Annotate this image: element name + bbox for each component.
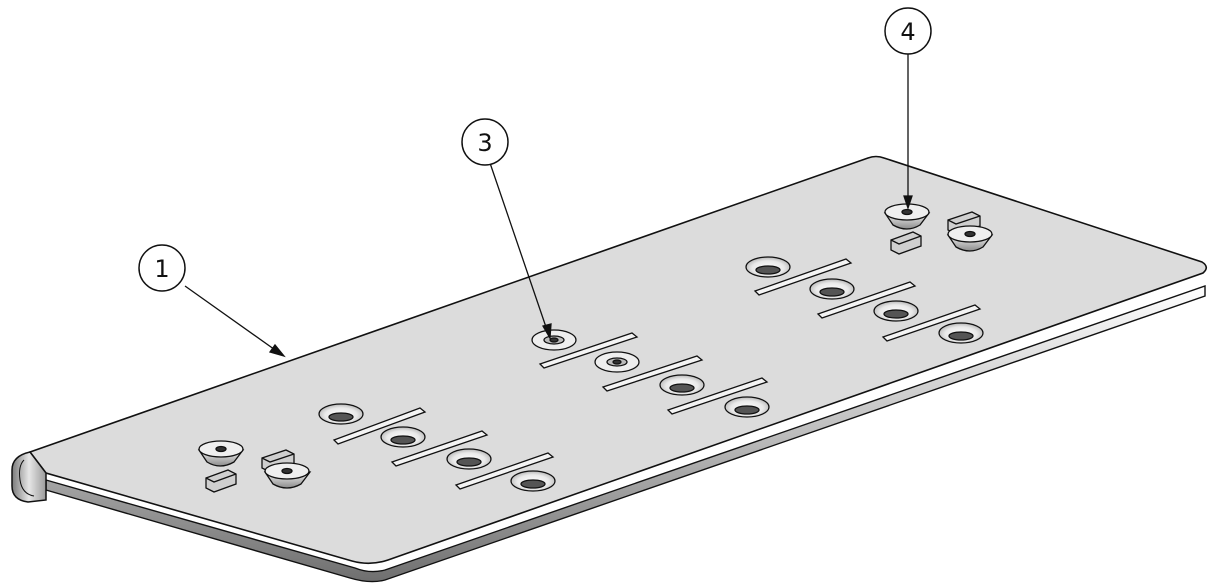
leader-arrow-3 <box>542 323 552 341</box>
leader-line-3 <box>489 162 548 331</box>
balloon-3-label: 3 <box>477 129 492 157</box>
balloon-1: 1 <box>138 244 186 292</box>
hole-slot-group-middle <box>531 329 770 418</box>
leader-lines <box>184 53 913 358</box>
fastener-set-left <box>197 440 312 493</box>
slot <box>881 304 982 342</box>
plate-flange-inner <box>19 459 35 497</box>
balloon-3: 3 <box>461 118 509 166</box>
slot <box>666 377 769 415</box>
fastener-set-right <box>883 203 994 255</box>
balloon-4-label: 4 <box>900 18 915 46</box>
slot <box>816 281 917 319</box>
hole-slot-group-left <box>318 403 556 492</box>
leader-arrow-4 <box>903 195 913 211</box>
slot <box>390 430 489 467</box>
square-nut <box>890 231 922 255</box>
slot <box>601 355 704 392</box>
slot <box>332 407 427 445</box>
hole-slot-group-right <box>745 256 984 344</box>
leader-arrow-1 <box>268 343 286 358</box>
plate-bent-flange <box>11 451 47 503</box>
square-nut <box>205 469 237 493</box>
plate-front-edge <box>45 285 1206 583</box>
leader-line-1 <box>184 285 279 353</box>
balloon-1-label: 1 <box>154 255 169 283</box>
slot <box>538 332 639 369</box>
balloon-4: 4 <box>884 7 932 55</box>
slot <box>454 452 555 490</box>
slot <box>753 258 853 296</box>
